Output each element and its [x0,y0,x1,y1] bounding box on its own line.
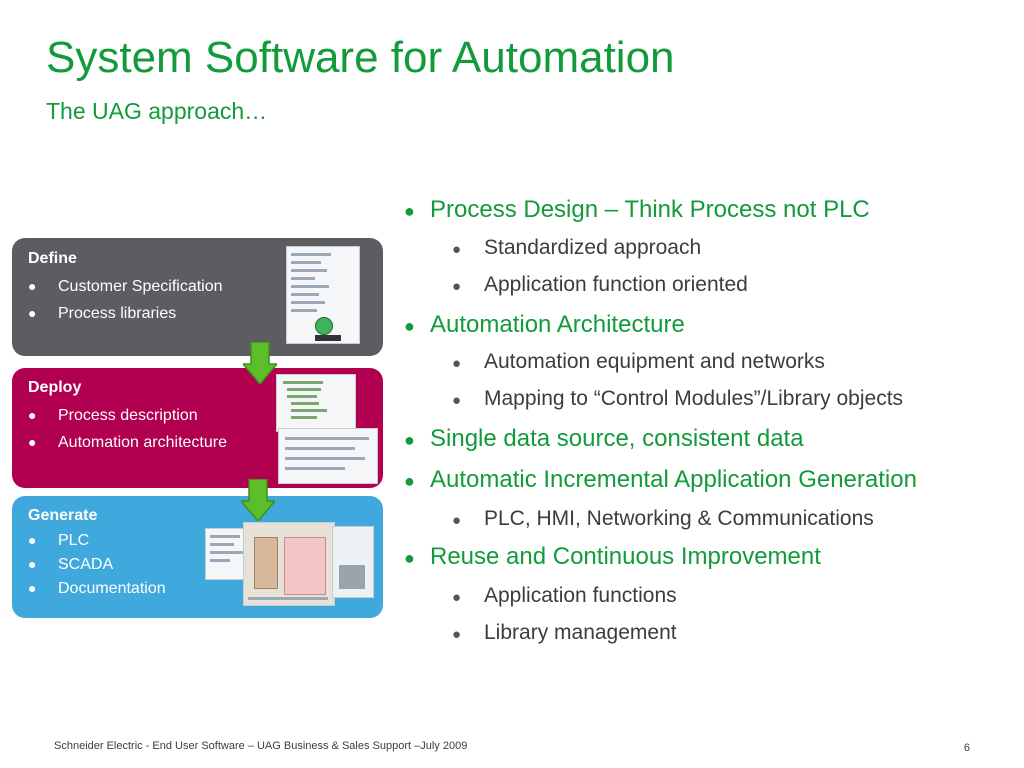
bullet-icon: ● [28,580,37,596]
define-heading: Define [28,250,77,267]
define-item: ●Process libraries [28,305,177,322]
bullet-icon: ● [28,532,37,548]
deploy-step-box: Deploy ●Process description ●Automation … [12,368,383,488]
bullet-icon: ● [404,316,415,336]
generate-list: ●PLC ●SCADA ●Documentation [28,532,166,598]
bullet-icon: ● [28,407,37,423]
bullet-icon: ● [452,626,462,643]
generate-scada-thumbnail [243,522,335,606]
bullet-icon: ● [452,512,462,529]
deploy-screenshot-thumbnail [276,374,356,432]
deploy-list: ●Process description ●Automation archite… [28,407,227,452]
bullet-icon: ● [452,355,462,372]
bullet-item: ●Single data source, consistent data [404,425,804,452]
bullet-icon: ● [404,201,415,221]
bullet-icon: ● [28,305,37,321]
bullet-icon: ● [452,392,462,409]
generate-item: ●Documentation [28,580,166,597]
page-number: 6 [963,742,970,754]
deploy-diagram-thumbnail [278,428,378,484]
sub-bullet-item: ●Library management [452,621,677,644]
bullet-icon: ● [28,556,37,572]
generate-item: ●SCADA [28,556,114,573]
sub-bullet-item: ●Application functions [452,584,677,607]
bullet-item: ●Process Design – Think Process not PLC [404,196,870,223]
sub-bullet-item: ●Application function oriented [452,273,748,296]
sub-bullet-item: ●Standardized approach [452,236,702,259]
define-item: ●Customer Specification [28,278,223,295]
sub-bullet-item: ●Mapping to “Control Modules”/Library ob… [452,387,904,410]
down-arrow-icon [243,342,277,384]
sub-bullet-item: ●Automation equipment and networks [452,350,825,373]
deploy-heading: Deploy [28,379,82,396]
slide-title: System Software for Automation [46,33,675,82]
generate-heading: Generate [28,507,98,524]
bullet-item: ●Automation Architecture [404,311,685,338]
generate-item: ●PLC [28,532,90,549]
bullet-icon: ● [404,471,415,491]
bullet-icon: ● [404,430,415,450]
deploy-item: ●Process description [28,407,198,424]
down-arrow-icon [241,479,275,521]
bullet-item: ●Reuse and Continuous Improvement [404,543,821,570]
bullet-icon: ● [28,434,37,450]
bullet-icon: ● [404,548,415,568]
sub-bullet-item: ●PLC, HMI, Networking & Communications [452,507,874,530]
define-list: ●Customer Specification ●Process librari… [28,278,223,323]
define-screenshot-thumbnail [286,246,360,344]
define-step-box: Define ●Customer Specification ●Process … [12,238,383,356]
bullet-icon: ● [28,278,37,294]
slide-subtitle: The UAG approach… [46,98,268,124]
deploy-item: ●Automation architecture [28,434,227,451]
generate-step-box: Generate ●PLC ●SCADA ●Documentation [12,496,383,618]
bullet-icon: ● [452,278,462,295]
bullet-item: ●Automatic Incremental Application Gener… [404,466,917,493]
bullet-icon: ● [452,589,462,606]
bullet-icon: ● [452,241,462,258]
footer-text: Schneider Electric - End User Software –… [54,740,468,752]
generate-docs-thumbnail [332,526,374,598]
